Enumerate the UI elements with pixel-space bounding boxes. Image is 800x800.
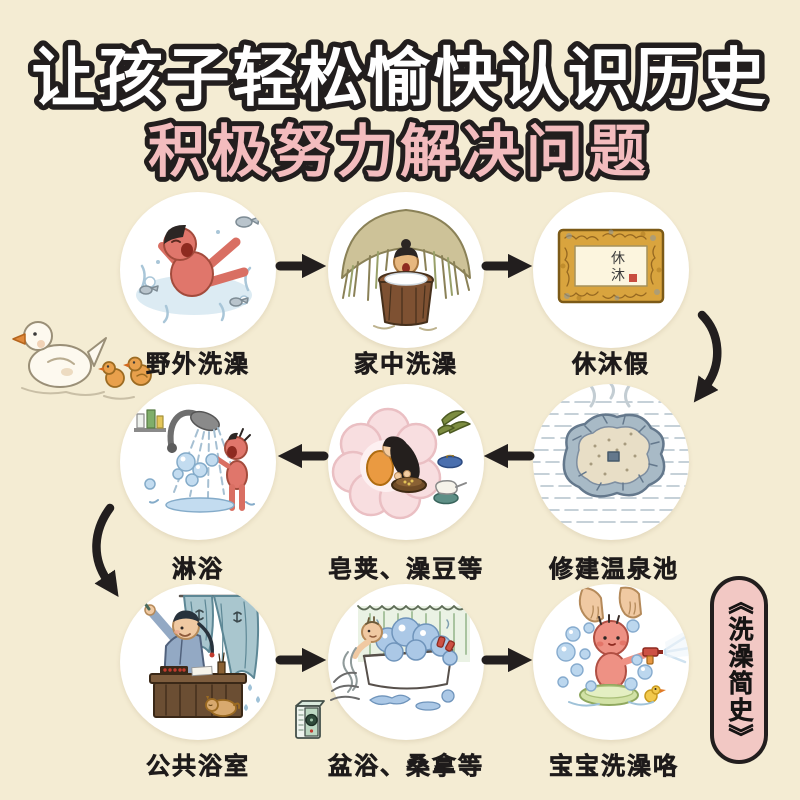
arrow-right-icon bbox=[275, 647, 327, 673]
baby-bath-illustration bbox=[556, 586, 689, 707]
step-circle-public-bathhouse bbox=[120, 584, 276, 740]
shower-illustration bbox=[134, 409, 255, 513]
step-label-hot-spring-pool: 修建温泉池 bbox=[549, 556, 679, 584]
sub-title: 积极努力解决问题 bbox=[148, 120, 652, 184]
arrow-curve-down-icon bbox=[92, 503, 119, 597]
home-bathing-illustration bbox=[341, 209, 471, 331]
step-label-public-bathhouse: 公共浴室 bbox=[146, 753, 250, 781]
step-label-wild-bathing: 野外洗澡 bbox=[146, 351, 250, 379]
step-label-shower: 淋浴 bbox=[172, 556, 224, 584]
step-circle-home-bathing bbox=[328, 192, 484, 348]
book-title-badge: 《洗澡简史》 bbox=[710, 576, 768, 764]
step-label-soap-pods: 皂荚、澡豆等 bbox=[328, 556, 484, 584]
soap-pods-illustration bbox=[331, 407, 471, 520]
plaque-char-1: 休 bbox=[611, 250, 625, 266]
step-label-bath-holiday: 休沐假 bbox=[572, 351, 650, 379]
sauna-stove-icon bbox=[295, 671, 360, 739]
hot-spring-pool-illustration bbox=[533, 384, 689, 523]
duck-family-icon bbox=[12, 321, 152, 400]
step-label-tub-sauna: 盆浴、桑拿等 bbox=[328, 753, 484, 781]
step-circle-baby-bath bbox=[533, 584, 689, 740]
step-label-home-bathing: 家中洗澡 bbox=[354, 351, 458, 379]
arrow-right-icon bbox=[275, 253, 327, 279]
arrow-right-icon bbox=[481, 253, 533, 279]
main-title: 让孩子轻松愉快认识历史 bbox=[32, 42, 769, 114]
bath-holiday-illustration: 休 沐 bbox=[557, 228, 665, 304]
arrow-left-icon bbox=[277, 443, 329, 469]
wild-bathing-illustration bbox=[136, 216, 260, 324]
step-circle-wild-bathing bbox=[120, 192, 276, 348]
step-label-baby-bath: 宝宝洗澡咯 bbox=[549, 753, 679, 781]
step-circle-shower bbox=[120, 384, 276, 540]
plaque-char-2: 沐 bbox=[611, 267, 625, 283]
arrow-right-icon bbox=[481, 647, 533, 673]
step-circle-bath-holiday: 休 沐 bbox=[533, 192, 689, 348]
book-title-text: 《洗澡简史》 bbox=[725, 589, 754, 752]
title-banner: 让孩子轻松愉快认识历史 积极努力解决问题 bbox=[26, 37, 771, 190]
public-bathhouse-illustration bbox=[120, 584, 268, 718]
arrow-curve-down-icon bbox=[693, 310, 722, 403]
arrow-left-icon bbox=[483, 443, 535, 469]
step-circle-hot-spring-pool bbox=[533, 384, 689, 540]
step-circle-tub-sauna bbox=[328, 584, 484, 740]
step-circle-soap-pods bbox=[328, 384, 484, 540]
